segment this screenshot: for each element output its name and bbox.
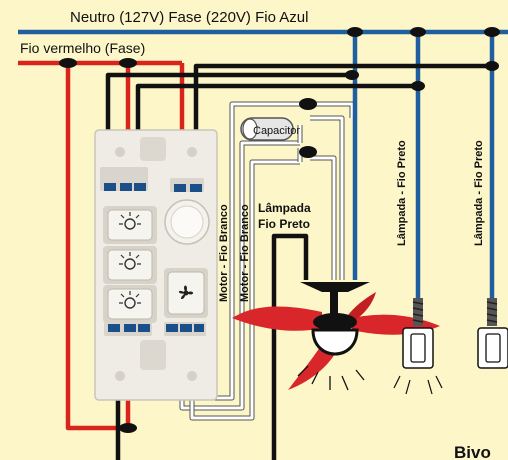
red-line-label: Fio vermelho (Fase): [20, 40, 145, 56]
neutral-line-label: Neutro (127V) Fase (220V) Fio Azul: [70, 9, 308, 26]
lamp-icon: [119, 212, 141, 230]
corner-text: Bivo: [454, 443, 491, 460]
neutral-blue-wires: [18, 29, 508, 300]
lamp-icon: [119, 291, 141, 309]
lamp-black-label-1: Lâmpada - Fio Preto: [396, 140, 408, 246]
lamp-icon: [119, 252, 141, 270]
pendant-lamp-2: [468, 298, 508, 394]
fan-icon: [178, 285, 194, 300]
lamp-switch-2[interactable]: [103, 246, 157, 284]
lamp-black-label-2: Lâmpada - Fio Preto: [473, 140, 485, 246]
fan-speed-knob[interactable]: [164, 199, 210, 245]
switch-plate: [94, 129, 218, 401]
ceiling-fan: [232, 282, 440, 391]
capacitor-label: Capacitor: [253, 125, 300, 137]
fan-switch[interactable]: [164, 268, 208, 318]
junctions: [59, 27, 500, 433]
motor-white-label-1: Motor - Fio Branco: [218, 204, 230, 302]
lamp-switch-3[interactable]: [103, 285, 157, 323]
lamp-switch-1[interactable]: [103, 206, 157, 244]
capacitor: Capacitor: [240, 117, 300, 141]
ceiling-lamp-label-line2: Fio Preto: [258, 217, 310, 231]
motor-white-label-2: Motor - Fio Branco: [239, 204, 251, 302]
pendant-lamp-1: [393, 298, 443, 395]
bottom-terminals: [104, 322, 206, 336]
top-terminals: [100, 167, 204, 192]
ceiling-lamp-label-line1: Lâmpada: [258, 201, 311, 215]
